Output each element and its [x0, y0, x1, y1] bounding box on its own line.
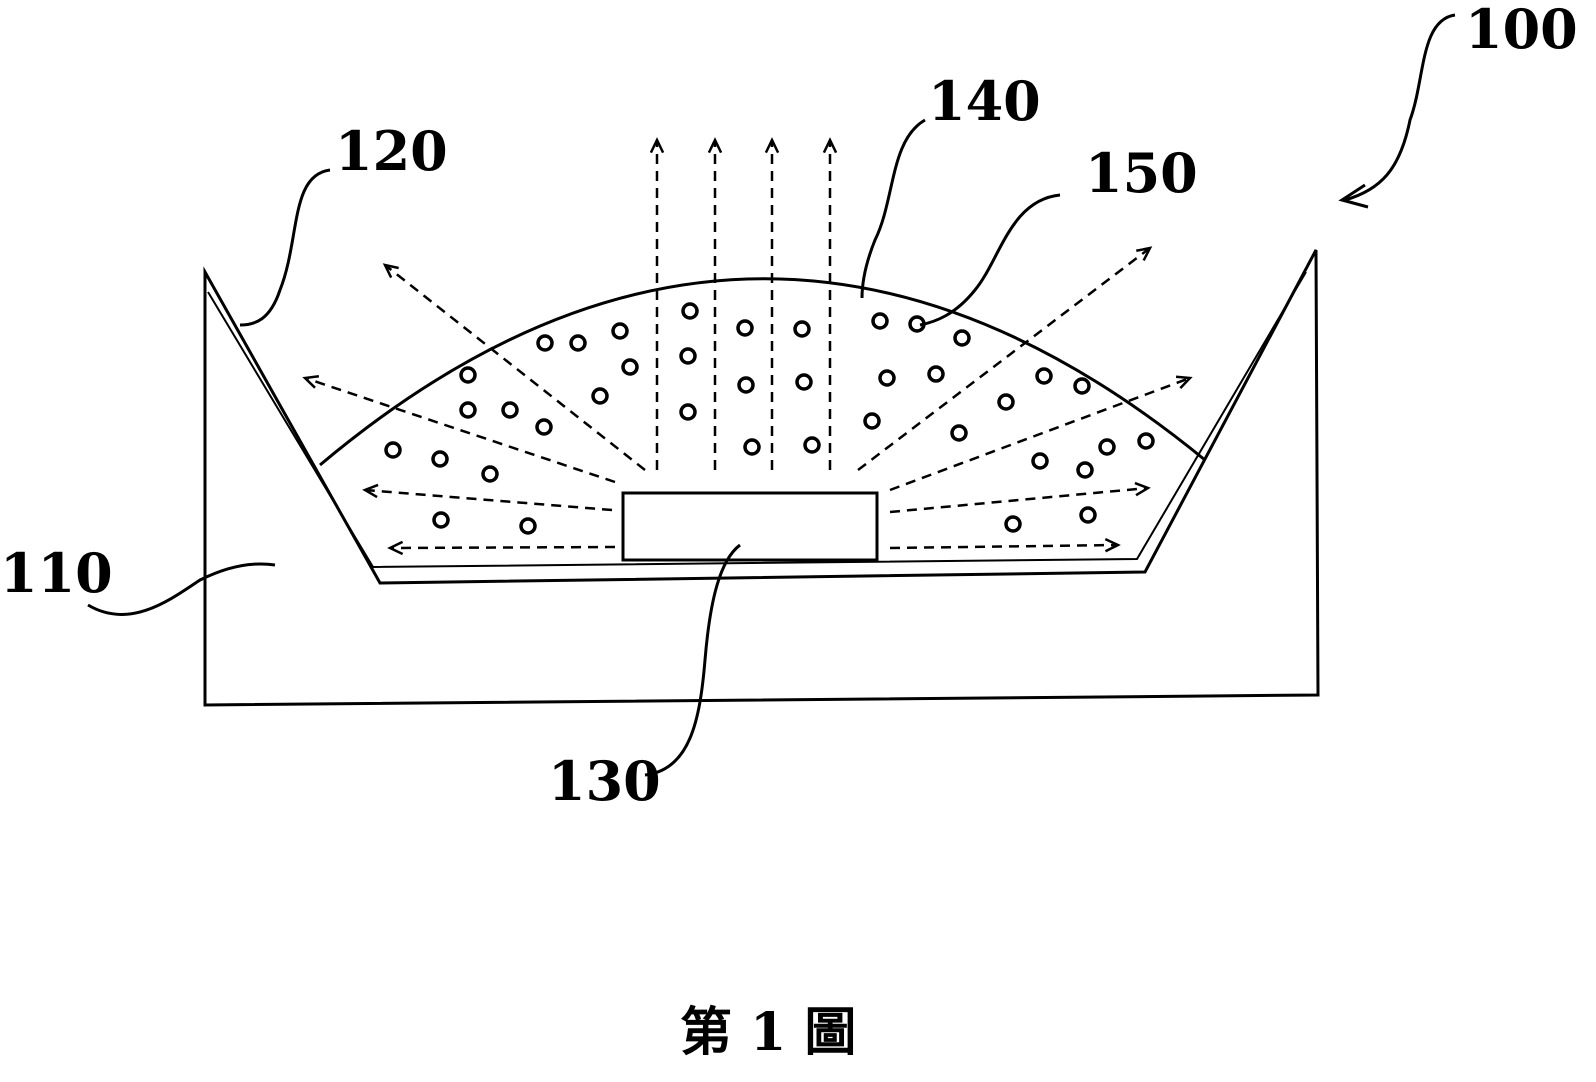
arrowhead-icon: [822, 137, 838, 154]
phosphor-particle: [535, 418, 553, 436]
label-110: 110: [0, 541, 113, 605]
arrowhead-icon: [362, 483, 379, 499]
arrowhead-icon: [1136, 246, 1153, 262]
light-ray-arrows: [302, 137, 1193, 556]
encapsulant-dome-140: [319, 277, 1206, 467]
phosphor-particle: [1079, 506, 1097, 524]
phosphor-particle: [878, 369, 896, 387]
phosphor-particle: [591, 387, 609, 405]
light-ray: [889, 543, 1119, 550]
phosphor-particle: [953, 329, 971, 347]
leader-line-140: [860, 118, 926, 299]
light-ray: [389, 545, 616, 550]
phosphor-particle: [1076, 461, 1094, 479]
phosphor-particle: [681, 302, 699, 320]
phosphor-particle: [737, 376, 755, 394]
figure-caption: 第 1 圖: [680, 1002, 856, 1063]
leader-line-130: [644, 543, 741, 777]
phosphor-particle: [569, 334, 587, 352]
phosphor-particle: [611, 322, 629, 340]
phosphor-particle: [997, 393, 1015, 411]
leader-line-120: [239, 168, 331, 327]
phosphor-particle: [384, 441, 402, 459]
phosphor-particle: [1031, 452, 1049, 470]
phosphor-particle: [431, 450, 449, 468]
reflector-120: [207, 271, 1307, 569]
arrowhead-icon: [649, 137, 665, 154]
light-ray: [857, 247, 1151, 471]
label-100: 100: [1465, 0, 1578, 61]
arrowhead-icon: [1338, 183, 1369, 209]
phosphor-particle: [679, 403, 697, 421]
label-120: 120: [335, 119, 448, 183]
arrowhead-icon: [707, 137, 723, 154]
phosphor-particle: [1137, 432, 1155, 450]
phosphor-particle: [803, 436, 821, 454]
light-ray: [889, 376, 1191, 492]
label-130: 130: [548, 749, 661, 813]
label-150: 150: [1085, 141, 1198, 205]
leader-arrow-100: [1344, 13, 1456, 202]
leader-line-150: [919, 193, 1061, 327]
light-ray: [889, 486, 1149, 514]
phosphor-particle: [536, 334, 554, 352]
phosphor-particle: [459, 401, 477, 419]
phosphor-particle: [621, 358, 639, 376]
phosphor-particle: [1098, 438, 1116, 456]
leader-line-110: [87, 562, 276, 616]
light-ray: [364, 488, 613, 512]
phosphor-particle: [927, 365, 945, 383]
phosphor-particle: [863, 412, 881, 430]
arrowhead-icon: [1134, 481, 1151, 497]
arrowhead-icon: [382, 263, 399, 279]
phosphor-particle: [432, 511, 450, 529]
phosphor-particle: [519, 517, 537, 535]
phosphor-particle: [1073, 377, 1091, 395]
label-140: 140: [928, 69, 1041, 133]
arrowhead-icon: [764, 137, 780, 154]
arrowhead-icon: [302, 374, 320, 389]
light-ray: [304, 376, 616, 484]
phosphor-particle: [481, 465, 499, 483]
led-chip-130: [621, 491, 879, 562]
phosphor-particle: [679, 347, 697, 365]
housing-110: [203, 249, 1320, 707]
phosphor-particle: [736, 319, 754, 337]
arrowhead-icon: [1104, 537, 1121, 553]
phosphor-particles-150: [384, 302, 1155, 535]
light-ray: [384, 264, 646, 471]
phosphor-particle: [1035, 367, 1053, 385]
phosphor-particle: [501, 401, 519, 419]
phosphor-particle: [743, 438, 761, 456]
phosphor-particle: [459, 366, 477, 384]
phosphor-particle: [795, 373, 813, 391]
phosphor-particle: [793, 320, 811, 338]
arrowhead-icon: [387, 540, 404, 556]
phosphor-particle: [950, 424, 968, 442]
arrowhead-icon: [1175, 375, 1193, 389]
phosphor-particle: [1004, 515, 1022, 533]
phosphor-particle: [871, 312, 889, 330]
